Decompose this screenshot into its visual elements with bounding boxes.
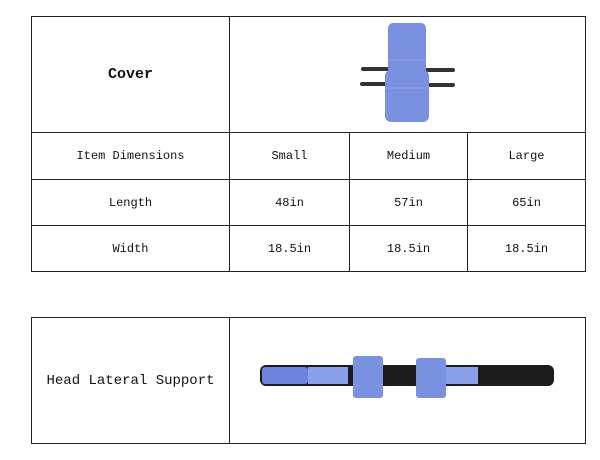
cell-value: 18.5in <box>467 225 586 272</box>
table-row: Width 18.5in 18.5in 18.5in <box>31 225 586 272</box>
head-lateral-support-title: Head Lateral Support <box>31 317 230 444</box>
cell-value: 65in <box>467 179 586 226</box>
cell-value: 18.5in <box>229 225 350 272</box>
cover-dimensions-table: Cover Item Dimensions Small Medium Large… <box>31 16 586 272</box>
cell-value: 18.5in <box>349 225 468 272</box>
cell-value: 57in <box>349 179 468 226</box>
cover-image-cell <box>229 16 586 133</box>
row-label: Length <box>31 179 230 226</box>
header-small: Small <box>229 132 350 180</box>
row-label: Width <box>31 225 230 272</box>
table-row: Length 48in 57in 65in <box>31 179 586 226</box>
cover-title: Cover <box>31 16 230 133</box>
header-large: Large <box>467 132 586 180</box>
header-medium: Medium <box>349 132 468 180</box>
header-item-dimensions: Item Dimensions <box>31 132 230 180</box>
head-support-image-cell <box>229 317 586 444</box>
head-lateral-support-table: Head Lateral Support <box>31 317 586 444</box>
cover-product-image <box>359 22 455 122</box>
cell-value: 48in <box>229 179 350 226</box>
head-support-product-image <box>259 355 554 398</box>
